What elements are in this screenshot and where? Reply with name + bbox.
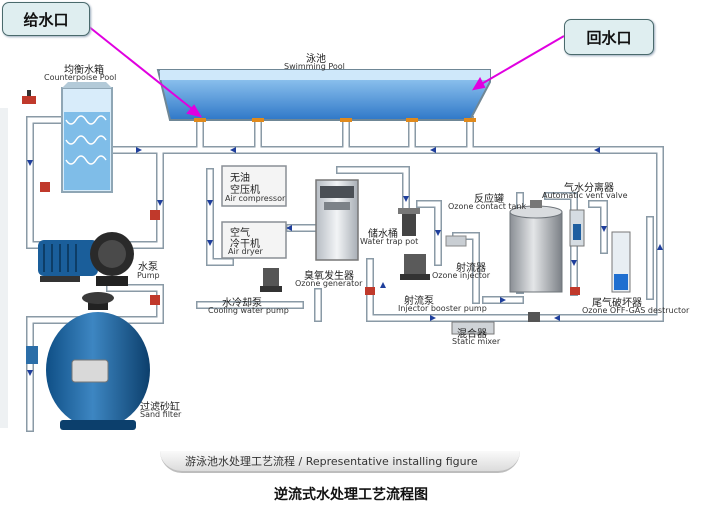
water-return-label: 回水口 bbox=[586, 28, 632, 47]
figure-caption: 逆流式水处理工艺流程图 bbox=[274, 487, 428, 503]
pump bbox=[38, 232, 134, 286]
flow-arrow bbox=[500, 297, 506, 303]
flow-arrow bbox=[207, 200, 213, 206]
air-dryer-label-cn-2: 冷干机 bbox=[230, 239, 260, 250]
flow-arrow bbox=[157, 200, 163, 206]
water-return-callout: 回水口 bbox=[564, 19, 654, 55]
air-compressor-label-cn-1: 无油 bbox=[230, 173, 250, 184]
air-dryer-label-cn-1: 空气 bbox=[230, 228, 250, 239]
banner-title: 游泳池水处理工艺流程 / Representative installing f… bbox=[185, 455, 478, 468]
water-trap-pot bbox=[398, 208, 420, 236]
cooling-pump-label-en: Cooling water pump bbox=[208, 306, 289, 315]
balance-tank-label-cn: 均衡水箱 bbox=[64, 65, 104, 76]
flow-arrow bbox=[435, 230, 441, 236]
banner-strip bbox=[160, 451, 520, 473]
valve-icon bbox=[40, 182, 50, 192]
pool-label-en: Swimming Pool bbox=[284, 62, 345, 71]
left-margin-rule bbox=[0, 108, 8, 428]
injector-label-en: Ozone injector bbox=[432, 271, 491, 280]
gas-destructor-label-cn: 尾气破坏器 bbox=[592, 298, 642, 309]
flow-arrow bbox=[230, 147, 236, 153]
contact-tank-label-cn: 反应罐 bbox=[474, 194, 504, 205]
gas-destructor-label-en: Ozone OFF-GAS destructor bbox=[582, 306, 690, 315]
valve-icon bbox=[365, 287, 375, 295]
sand-filter-label-cn: 过滤砂缸 bbox=[140, 402, 180, 413]
ozone-injector bbox=[445, 235, 467, 247]
air-dryer bbox=[221, 221, 287, 259]
flow-arrow bbox=[207, 240, 213, 246]
ozone-contact-tank bbox=[509, 200, 563, 293]
flow-arrow bbox=[430, 315, 436, 321]
air-compressor bbox=[221, 165, 287, 207]
flow-arrow bbox=[571, 260, 577, 266]
flow-arrow bbox=[286, 225, 292, 231]
ozone-generator-label-en: Ozone generator bbox=[295, 279, 363, 288]
valve-icon bbox=[570, 287, 580, 295]
sand-filter bbox=[26, 292, 150, 430]
ozone-generator bbox=[315, 179, 359, 261]
flow-arrow bbox=[380, 282, 386, 288]
booster-pump-label-en: Injector booster pump bbox=[398, 304, 487, 313]
injector-booster-pump bbox=[400, 254, 430, 280]
static-mixer bbox=[451, 321, 495, 335]
balance-tank bbox=[61, 82, 113, 193]
water-inlet-label: 给水口 bbox=[23, 10, 69, 29]
flow-arrow bbox=[601, 226, 607, 232]
flow-arrow bbox=[594, 147, 600, 153]
water-trap-label-cn: 储水桶 bbox=[368, 229, 398, 240]
balance-tank-label-en: Counterpoise Pool bbox=[44, 73, 117, 82]
vent-valve-label-cn: 气水分离器 bbox=[564, 183, 614, 194]
sand-filter-label-en: Sand filter bbox=[140, 410, 182, 419]
pump-label-en: Pump bbox=[137, 271, 160, 280]
flow-arrow bbox=[136, 147, 142, 153]
callout-arrows bbox=[87, 25, 565, 118]
flow-arrow bbox=[27, 160, 33, 166]
pump-label-cn: 水泵 bbox=[138, 262, 158, 273]
flow-arrows bbox=[27, 147, 663, 376]
swimming-pool bbox=[156, 69, 491, 122]
static-mixer-label-cn: 混合器 bbox=[457, 329, 487, 340]
flow-arrow bbox=[27, 370, 33, 376]
valve-icon bbox=[150, 210, 160, 220]
flow-arrow bbox=[554, 315, 560, 321]
air-compressor-label-cn-2: 空压机 bbox=[230, 185, 260, 196]
automatic-vent-valve bbox=[569, 209, 585, 247]
valve-icon bbox=[150, 295, 160, 305]
air-dryer-label-en: Air dryer bbox=[228, 247, 263, 256]
booster-pump-label-cn: 射流泵 bbox=[404, 296, 434, 307]
water-inlet-callout: 给水口 bbox=[2, 2, 90, 36]
valves bbox=[22, 90, 580, 322]
ozone-offgas-destructor bbox=[611, 231, 631, 293]
inlet-arrow bbox=[87, 25, 197, 113]
return-arrow bbox=[477, 35, 565, 87]
flow-arrow bbox=[403, 196, 409, 202]
flow-arrow bbox=[657, 244, 663, 250]
injector-label-cn: 射流器 bbox=[456, 263, 486, 274]
cooling-water-pump bbox=[260, 268, 282, 292]
contact-tank-label-en: Ozone contact tank bbox=[448, 202, 527, 211]
air-compressor-label-en: Air compressor bbox=[225, 194, 286, 203]
valve-icon bbox=[22, 90, 36, 104]
pool-label-cn: 泳池 bbox=[306, 54, 326, 65]
static-mixer-label-en: Static mixer bbox=[452, 337, 501, 346]
ozone-generator-label-cn: 臭氧发生器 bbox=[304, 271, 354, 282]
water-trap-label-en: Water trap pot bbox=[360, 237, 419, 246]
vent-valve-label-en: Automatic vent valve bbox=[542, 191, 628, 200]
valve-icon bbox=[528, 312, 540, 322]
cooling-pump-label-cn: 水冷却泵 bbox=[222, 298, 262, 309]
flow-arrow bbox=[430, 147, 436, 153]
